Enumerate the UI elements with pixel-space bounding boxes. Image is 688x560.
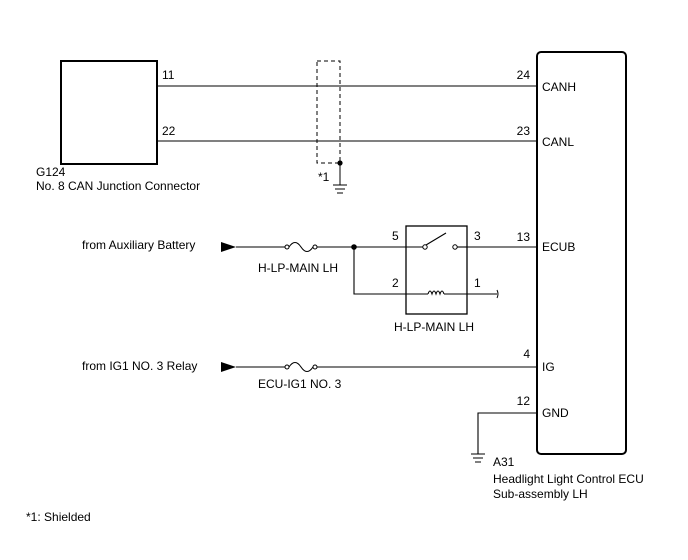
aux-battery-label: from Auxiliary Battery — [82, 238, 195, 252]
relay-pin-1: 1 — [474, 276, 481, 290]
ecu-pin-label-gnd: GND — [542, 406, 569, 420]
ig1-arrow-icon — [221, 362, 236, 372]
ecu-pin-13: 13 — [517, 230, 531, 244]
ecu-ig1-fuse-label: ECU-IG1 NO. 3 — [258, 377, 342, 391]
ecu-ground-icon — [471, 453, 485, 463]
shield-outline — [316, 60, 341, 164]
ecu-code: A31 — [493, 455, 515, 469]
hlp-main-fuse-icon — [284, 241, 318, 253]
hlp-main-fuse-label: H-LP-MAIN LH — [258, 261, 338, 275]
ecu-pin-label-canh: CANH — [542, 80, 576, 94]
ig1-relay-label: from IG1 NO. 3 Relay — [82, 359, 197, 373]
wire-continuation-icon — [496, 289, 499, 299]
junction-pin-22: 22 — [162, 124, 176, 138]
junction-connector-name: No. 8 CAN Junction Connector — [36, 179, 200, 193]
ecu-ig1-fuse-icon — [284, 361, 318, 373]
relay-box — [405, 225, 468, 315]
ecu-name-line2: Sub-assembly LH — [493, 487, 588, 501]
aux-battery-arrow-icon — [221, 242, 236, 252]
relay-coil-icon — [406, 290, 467, 296]
junction-pin-11: 11 — [162, 68, 175, 82]
ecu-name-line1: Headlight Light Control ECU — [493, 472, 644, 486]
shield-legend: *1: Shielded — [26, 510, 91, 524]
junction-connector-box — [60, 60, 158, 165]
relay-switch-icon — [406, 232, 467, 250]
ecu-pin-12: 12 — [517, 394, 531, 408]
junction-connector-code: G124 — [36, 165, 66, 179]
relay-name: H-LP-MAIN LH — [394, 320, 474, 334]
relay-pin-2: 2 — [392, 276, 399, 290]
ecu-pin-label-canl: CANL — [542, 135, 574, 149]
ecu-pin-24: 24 — [517, 68, 531, 82]
ecu-box — [536, 51, 627, 455]
shield-marker: *1 — [318, 170, 330, 184]
shield-ground-icon — [333, 184, 347, 194]
relay-pin-5: 5 — [392, 229, 399, 243]
ecu-pin-4: 4 — [523, 347, 530, 361]
ecu-pin-23: 23 — [517, 124, 531, 138]
ecu-pin-label-ecub: ECUB — [542, 240, 575, 254]
ecu-pin-label-ig: IG — [542, 360, 555, 374]
gnd-wire — [477, 412, 537, 454]
relay-pin-3: 3 — [474, 229, 481, 243]
